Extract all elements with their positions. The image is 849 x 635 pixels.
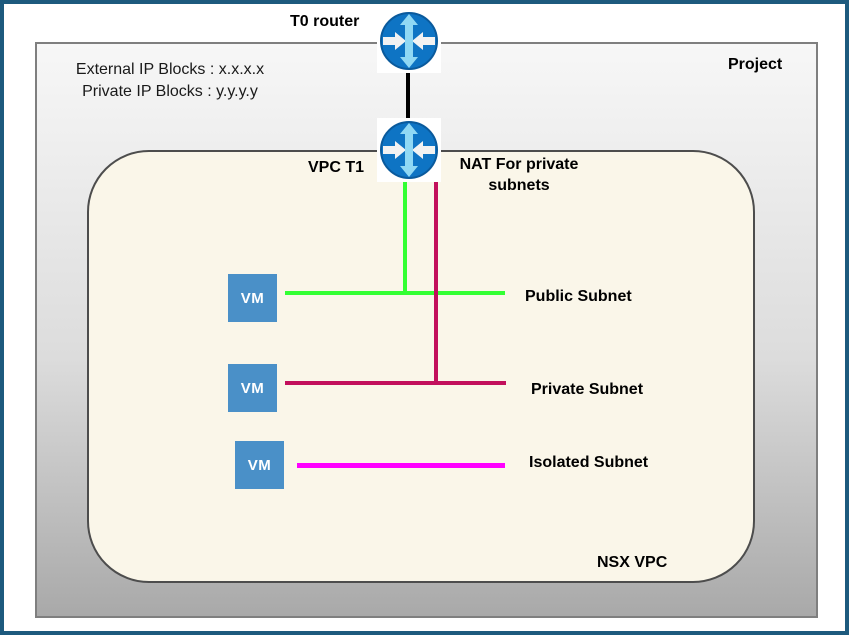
nsx-vpc-zone <box>87 150 755 583</box>
router-glyph <box>380 121 438 179</box>
external-ip-blocks-text: External IP Blocks : x.x.x.x <box>75 61 265 78</box>
private-subnet-line <box>285 381 506 385</box>
vm-node-public: VM <box>228 274 277 322</box>
up-down-arrows <box>400 14 418 68</box>
nat-label: NAT For private subnets <box>459 156 579 194</box>
right-inward-arrow <box>412 32 435 50</box>
left-inward-arrow <box>383 32 406 50</box>
vm-node-isolated: VM <box>235 441 284 489</box>
public-subnet-label: Public Subnet <box>525 288 632 305</box>
t0-router-label: T0 router <box>290 13 360 30</box>
t0-t1-link-line <box>406 70 410 122</box>
right-inward-arrow <box>412 141 435 159</box>
private-ip-blocks-text: Private IP Blocks : y.y.y.y <box>82 83 258 100</box>
vpc-t1-router-icon <box>377 118 441 182</box>
isolated-subnet-line <box>297 463 505 468</box>
project-label: Project <box>728 56 783 73</box>
left-inward-arrow <box>383 141 406 159</box>
private-subnet-uplink-line <box>434 181 438 385</box>
vm-label: VM <box>240 289 265 307</box>
isolated-subnet-label: Isolated Subnet <box>529 454 649 471</box>
private-subnet-label: Private Subnet <box>531 381 644 398</box>
up-down-arrows <box>400 123 418 177</box>
vm-label: VM <box>247 456 272 474</box>
vpc-t1-label: VPC T1 <box>308 159 365 176</box>
ip-blocks-note: External IP Blocks : x.x.x.x Private IP … <box>50 59 290 103</box>
t0-router-icon <box>377 9 441 73</box>
nsx-vpc-label: NSX VPC <box>597 554 668 571</box>
router-glyph <box>380 12 438 70</box>
vm-label: VM <box>240 379 265 397</box>
vm-node-private: VM <box>228 364 277 412</box>
public-subnet-line <box>285 291 505 295</box>
public-subnet-uplink-line <box>403 180 407 295</box>
